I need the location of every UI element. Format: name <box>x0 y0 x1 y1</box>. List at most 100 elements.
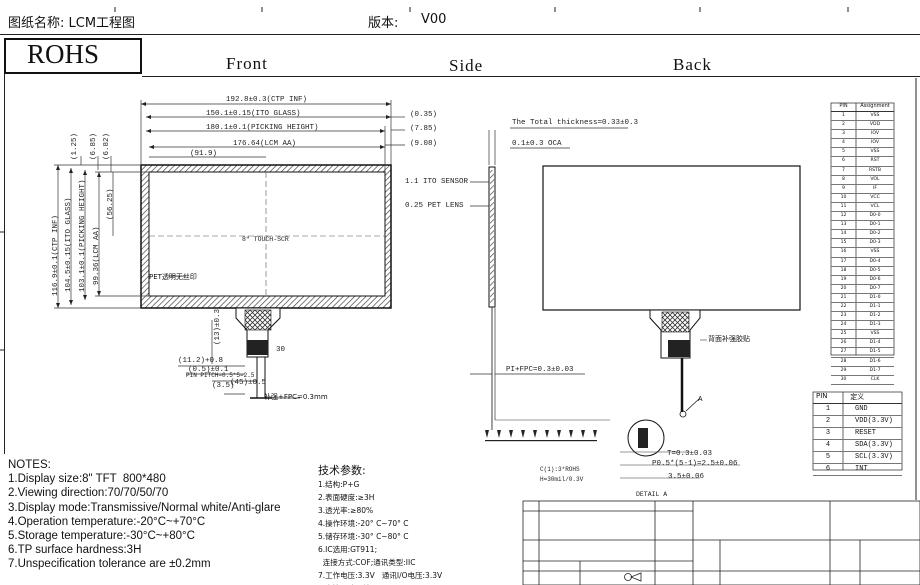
pin-table-header-row: PIN Assignment <box>831 103 894 112</box>
pin-table-signal: D1-0 <box>869 294 881 300</box>
note-item: 5.Storage temperature:-30°C~+80°C <box>8 530 195 543</box>
frame-left <box>4 74 5 454</box>
pin-table-pin: 12 <box>840 213 847 219</box>
detail-thickness: T=0.3±0.03 <box>667 450 713 458</box>
pin-table-signal: VSS <box>870 149 880 155</box>
tech-param-item: 7.工作电压:3.3V 通讯I/O电压:3.3V <box>318 571 443 580</box>
fpc-pin-label: 30 <box>276 346 286 354</box>
pin-table-pin: 27 <box>840 349 847 355</box>
pin-table-row: 1 VSS <box>831 112 894 122</box>
pin-table-pin: 18 <box>840 267 847 273</box>
pin-def-number: 3 <box>825 429 831 437</box>
view-side-label: Side <box>449 56 484 75</box>
dim-top-2: (6.85) <box>90 132 98 160</box>
pin-def-number: 5 <box>825 453 831 461</box>
pin-table-signal: D1-2 <box>869 313 881 319</box>
dim-half-height: (56.25) <box>107 188 115 220</box>
pin-table-pin: 19 <box>840 276 847 282</box>
center-label: 8" TOUCH-SCR <box>242 236 289 243</box>
pin-table-signal: D1-3 <box>869 322 881 328</box>
pin-table-signal: D0-2 <box>869 231 881 237</box>
pin-table-signal: D0-3 <box>869 240 881 246</box>
pin-table-signal: D0-4 <box>869 258 881 264</box>
pin-table-pin: 24 <box>840 322 847 328</box>
detail-a-circle <box>620 419 740 479</box>
pin-def-signal: RESET <box>855 429 877 437</box>
detail-pitch: P0.5*(5-1)=2.5±0.06 <box>652 460 738 468</box>
pin-table-pin: 8 <box>842 176 845 182</box>
dim-lcm-aa-height: 99.36(LCM AA) <box>93 226 101 285</box>
pin-table-pin: 1 <box>842 113 845 118</box>
notes-title: NOTES: <box>8 459 51 471</box>
fpc-dim-2: (0.5)±0.1 <box>188 366 229 374</box>
pin-table-signal: CLK <box>870 376 880 382</box>
pin-table-signal: D1-5 <box>869 349 881 355</box>
pin-table-signal: D1-7 <box>869 367 881 373</box>
title-block <box>522 500 920 585</box>
tech-param-item: 6.IC选用:GT911; <box>318 545 378 554</box>
tech-param-item: 3.透光率:≥80% <box>318 506 374 515</box>
tech-param-item: 2.表面硬度:≥3H <box>318 493 375 502</box>
pin-def-number: 2 <box>825 417 831 425</box>
pin-table-signal: VSS <box>870 113 880 118</box>
tech-param-item: 连接方式:COF;通讯类型:IIC <box>318 558 416 567</box>
version-label: 版本: <box>368 16 399 31</box>
pin-def-signal: SCL(3.3V) <box>855 453 893 461</box>
pin-table-signal: D0-6 <box>869 276 881 282</box>
dim-ctp-height: 116.9±0.1(CTP INF) <box>52 214 60 296</box>
pin-def-header-def: 定义 <box>850 393 865 401</box>
pin-table-pin: 28 <box>840 358 847 364</box>
dim-right-1: (0.35) <box>410 111 438 119</box>
dim-half-width: (91.9) <box>190 150 218 158</box>
pin-table-signal: VDD <box>869 122 881 128</box>
side-symbol-row <box>485 430 597 442</box>
pin-table-pin: 5 <box>842 149 845 155</box>
pin-table-signal: RST <box>870 158 880 164</box>
pin-table-pin: 22 <box>840 303 847 309</box>
side-oca: 0.1±0.3 OCA <box>512 140 562 148</box>
dim-ctp-width: 192.8±0.3(CTP INF) <box>226 96 308 104</box>
dim-right-3: (9.08) <box>410 140 438 148</box>
tech-param-item: 5.储存环境:-30° C~80° C <box>318 532 409 541</box>
pin-table-pin: 29 <box>840 367 847 373</box>
note-item: 1.Display size:8" TFT 800*480 <box>8 473 166 486</box>
pin-table-signal: VSS <box>870 331 880 337</box>
tech-param-item: 4.操作环境:-20° C~70° C <box>318 519 409 528</box>
dim-ito-height: 104.5±0.15(ITO GLASS) <box>65 197 73 292</box>
fpc-dim-3: PIN PITCH=0.5*5=2.5 <box>186 372 255 379</box>
pin-table-pin: 9 <box>842 185 845 191</box>
dim-lcm-aa-width: 176.64(LCM AA) <box>233 140 297 148</box>
drawing-name: 图纸名称: LCM工程图 <box>8 16 136 31</box>
rohs-box <box>4 38 142 74</box>
pin-table-pin: 30 <box>840 376 847 382</box>
pin-def-signal: GND <box>855 405 868 413</box>
back-stiffener-label: 背面补强胶贴 <box>708 335 750 343</box>
pin-table-row: 24 D1-3 <box>831 321 894 331</box>
pin-table-pin: 14 <box>840 231 847 237</box>
pin-table-signal: VCL <box>870 203 880 209</box>
pin-table-pin: 26 <box>840 340 847 346</box>
